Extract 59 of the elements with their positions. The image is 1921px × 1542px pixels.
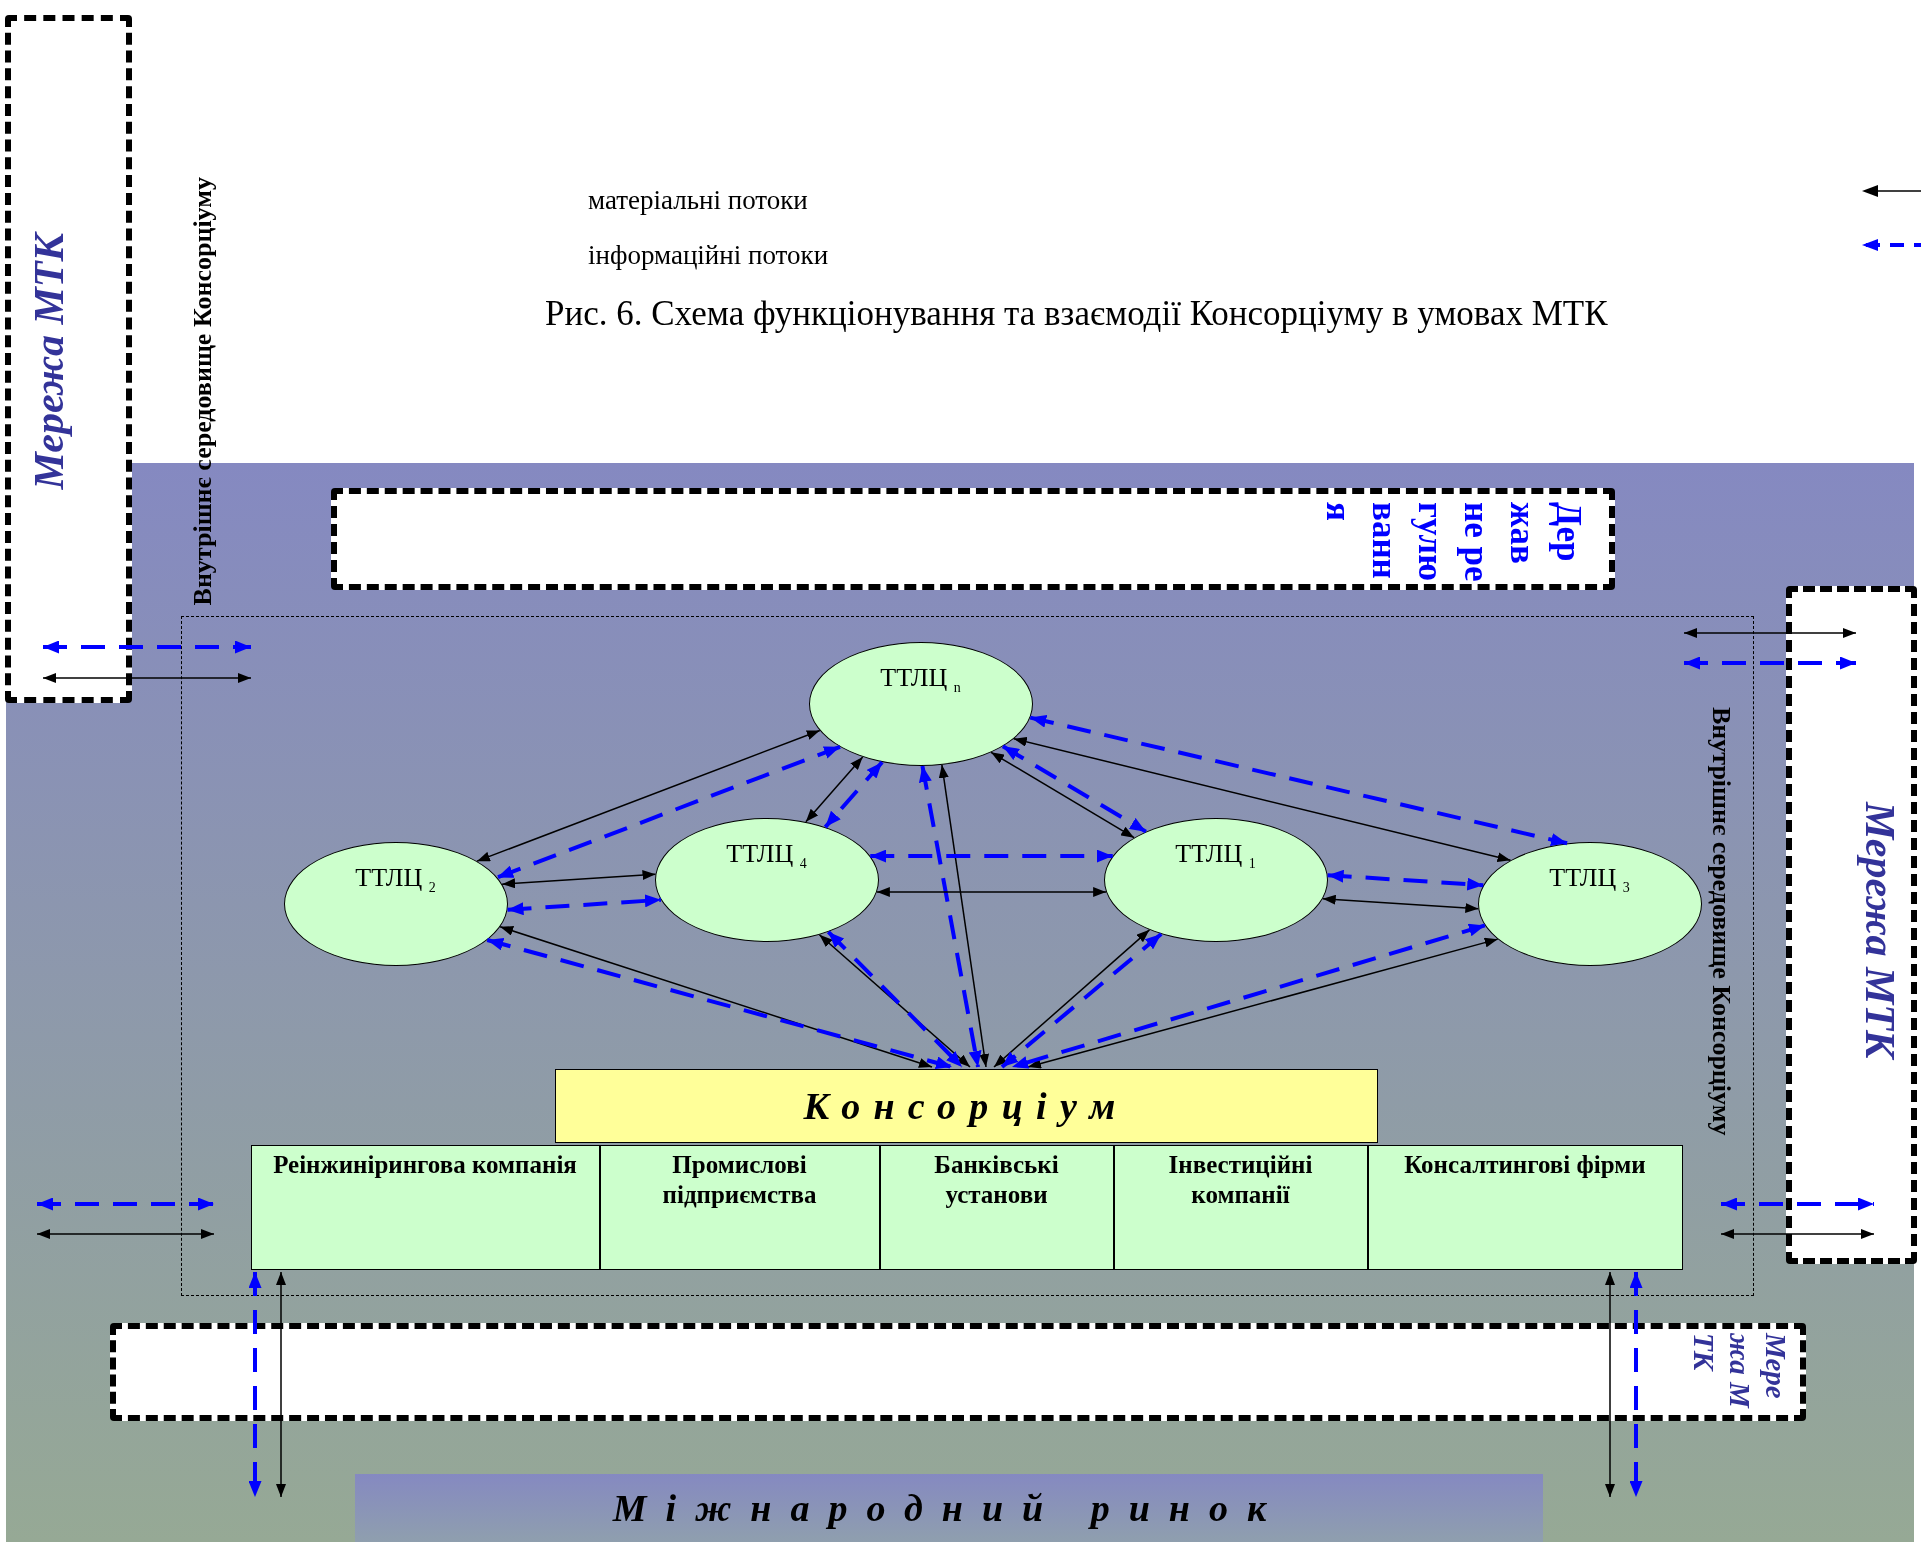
legend-label: інформаційні потоки [588, 240, 829, 271]
consortium-label: Консорціум [803, 1083, 1129, 1128]
network-label: Мережа МТК [1687, 1333, 1793, 1411]
member-label: Інвестиційні компанії [1167, 1149, 1314, 1210]
arrow [990, 751, 1135, 839]
arrow [43, 640, 251, 654]
arrow [1684, 656, 1856, 670]
market-label: Міжнародний ринок [612, 1486, 1286, 1530]
arrow [1683, 628, 1857, 638]
center-label: ТТЛЦ $_{2}$ [354, 862, 437, 896]
network-box [5, 15, 132, 703]
arrow [507, 894, 662, 916]
arrow [501, 870, 657, 889]
arrow [36, 1229, 215, 1239]
arrow [1605, 1271, 1615, 1498]
member-box [1113, 1144, 1368, 1270]
network-label: Мережа МТК [1856, 802, 1904, 1059]
center-label: ТТЛЦ $_{3}$ [1548, 862, 1631, 896]
member-label: Промислові підприємства [661, 1149, 818, 1210]
network-box [1786, 586, 1917, 1264]
arrow [42, 673, 252, 683]
arrow [37, 1197, 214, 1211]
network-label: Мережа МТК [25, 233, 73, 490]
center-label: ТТЛЦ $_{1}$ [1174, 838, 1257, 872]
environment-label: Внутрішнє середовище Консорціуму [1706, 707, 1736, 1136]
arrow [1029, 714, 1568, 846]
arrow [248, 1272, 262, 1497]
network-box [110, 1323, 1806, 1421]
market-band [355, 1474, 1543, 1542]
arrow [1013, 736, 1512, 863]
arrow [870, 849, 1113, 863]
arrow [1721, 1197, 1874, 1211]
member-box [250, 1144, 600, 1270]
arrow [1327, 869, 1484, 891]
arrow [1001, 744, 1147, 834]
member-box [599, 1144, 880, 1270]
arrow [1321, 894, 1480, 913]
figure-caption: Рис. 6. Схема функціонування та взаємодії Консорціуму в умовах МТК [545, 294, 1608, 334]
member-box [1367, 1144, 1683, 1270]
regulation-label: Державне регулювання [1318, 502, 1589, 582]
environment-label: Внутрішнє середовище Консорціуму [188, 177, 218, 606]
arrow [476, 729, 821, 862]
center-label: ТТЛЦ $_{n}$ [879, 662, 962, 696]
arrow [276, 1271, 286, 1498]
member-box [879, 1144, 1114, 1270]
arrow [805, 756, 864, 823]
arrow [823, 760, 884, 829]
legend-label: матеріальні потоки [588, 185, 808, 216]
arrow [876, 887, 1107, 897]
member-label: Консалтингові фірми [1403, 1149, 1647, 1180]
arrow [1629, 1272, 1643, 1497]
member-label: Банківські установи [933, 1149, 1060, 1210]
member-label: Реінжинірингова компанія [272, 1149, 578, 1180]
arrow [496, 744, 841, 880]
consortium-box [554, 1068, 1378, 1143]
arrow [938, 764, 990, 1068]
arrow [1720, 1229, 1875, 1239]
arrow [918, 765, 982, 1068]
center-label: ТТЛЦ $_{4}$ [725, 838, 808, 872]
